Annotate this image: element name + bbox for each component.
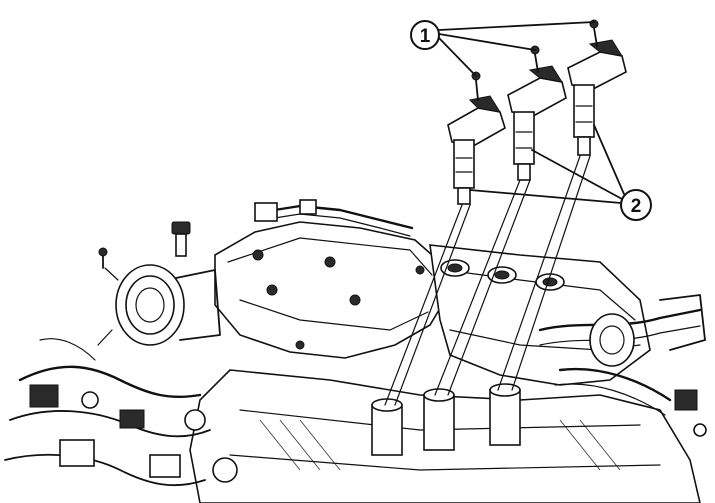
engine-assembly [4, 199, 707, 503]
wiring-harness-left [4, 338, 238, 487]
plenum-bolts [252, 249, 425, 350]
sensor-cap [171, 221, 191, 257]
ignition-coil-b [507, 65, 567, 181]
fuel-rail-hose [254, 199, 414, 237]
callout-2: 2 [469, 124, 652, 221]
callout-1: 1 [410, 20, 595, 77]
callout-1-label: 1 [420, 26, 431, 47]
ignition-coil-c [567, 39, 627, 156]
intake-plenum [214, 221, 446, 359]
exhaust-manifold [538, 294, 707, 437]
hose-right [554, 367, 672, 416]
coil-towers [371, 383, 521, 456]
small-bolt [98, 247, 108, 269]
ignition-coil-a [447, 95, 506, 205]
ignition-coils [384, 19, 627, 406]
throttle-body [97, 264, 221, 346]
installation-guide-lines [384, 155, 591, 406]
callout-2-label: 2 [631, 196, 642, 217]
